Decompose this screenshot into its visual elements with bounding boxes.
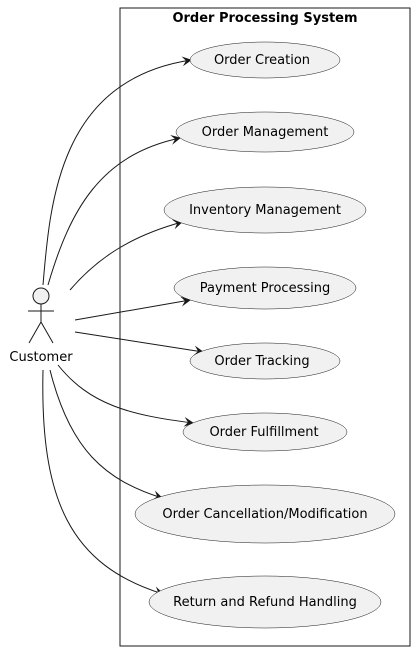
- use-case-ellipse: [163, 186, 367, 234]
- actor-left-leg: [28, 321, 42, 344]
- use-case-label: Inventory Management: [189, 203, 341, 218]
- actor-label: Customer: [9, 350, 73, 365]
- use-case-label: Return and Refund Handling: [173, 595, 357, 610]
- use-case-label: Payment Processing: [200, 281, 330, 296]
- use-case-ellipse: [182, 412, 348, 452]
- association-order-fulfillment: [57, 364, 194, 427]
- use-case-order-management: Order Management: [175, 111, 355, 153]
- use-case-order-cancellation: Order Cancellation/Modification: [134, 484, 396, 544]
- association-return-refund: [42, 369, 164, 597]
- use-case-label: Order Fulfillment: [209, 425, 318, 440]
- system-boundary-box: [119, 7, 411, 647]
- system-boundary: Order Processing System: [119, 7, 411, 647]
- use-case-return-refund: Return and Refund Handling: [148, 575, 382, 629]
- use-case-label: Order Cancellation/Modification: [162, 507, 367, 522]
- use-case-ellipse: [189, 41, 341, 79]
- system-title: Order Processing System: [172, 11, 357, 26]
- use-case-order-creation: Order Creation: [189, 41, 341, 79]
- use-cases: Order Creation Order Management Inventor…: [134, 41, 396, 629]
- use-case-ellipse: [134, 484, 396, 544]
- use-case-payment-processing: Payment Processing: [173, 266, 357, 310]
- use-case-ellipse: [173, 266, 357, 310]
- use-case-order-tracking: Order Tracking: [189, 342, 341, 380]
- use-case-label: Order Creation: [214, 53, 310, 68]
- use-case-label: Order Management: [202, 125, 329, 140]
- association-order-management: [47, 134, 181, 286]
- use-case-order-fulfillment: Order Fulfillment: [182, 412, 348, 452]
- actor-right-leg: [40, 321, 54, 344]
- association-order-creation: [42, 56, 192, 286]
- use-case-ellipse: [189, 342, 341, 380]
- association-order-tracking: [74, 331, 204, 356]
- use-case-ellipse: [175, 111, 355, 153]
- associations: [42, 56, 204, 597]
- association-inventory-management: [69, 219, 183, 291]
- use-case-label: Order Tracking: [214, 354, 309, 369]
- association-payment-processing: [74, 296, 191, 321]
- association-order-cancellation: [49, 369, 163, 501]
- use-case-ellipse: [148, 575, 382, 629]
- actor-head: [32, 287, 50, 305]
- actor-customer: Customer: [9, 287, 73, 365]
- use-case-inventory-management: Inventory Management: [163, 186, 367, 234]
